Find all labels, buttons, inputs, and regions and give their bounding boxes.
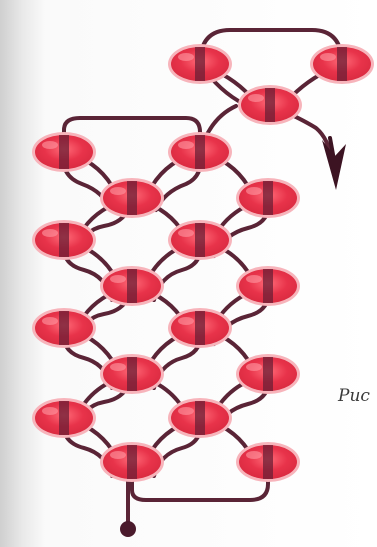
bead-icon [168,44,232,84]
bead-icon [236,442,300,482]
bead-icon [236,354,300,394]
bead-icon [32,220,96,260]
bead-icon [100,178,164,218]
bead-icon [238,85,302,125]
bead-icon [236,266,300,306]
thread-end-knot-icon [120,521,136,537]
bead-icon [168,220,232,260]
bead-group [32,44,374,482]
bead-icon [100,354,164,394]
bead-icon [168,308,232,348]
direction-arrow-icon [322,138,346,190]
bead-icon [32,398,96,438]
bead-icon [100,442,164,482]
figure-caption: Рис [338,386,370,406]
bead-icon [236,178,300,218]
bead-icon [310,44,374,84]
bead-icon [168,132,232,172]
bead-icon [100,266,164,306]
bead-icon [168,398,232,438]
bead-icon [32,308,96,348]
bead-icon [32,132,96,172]
